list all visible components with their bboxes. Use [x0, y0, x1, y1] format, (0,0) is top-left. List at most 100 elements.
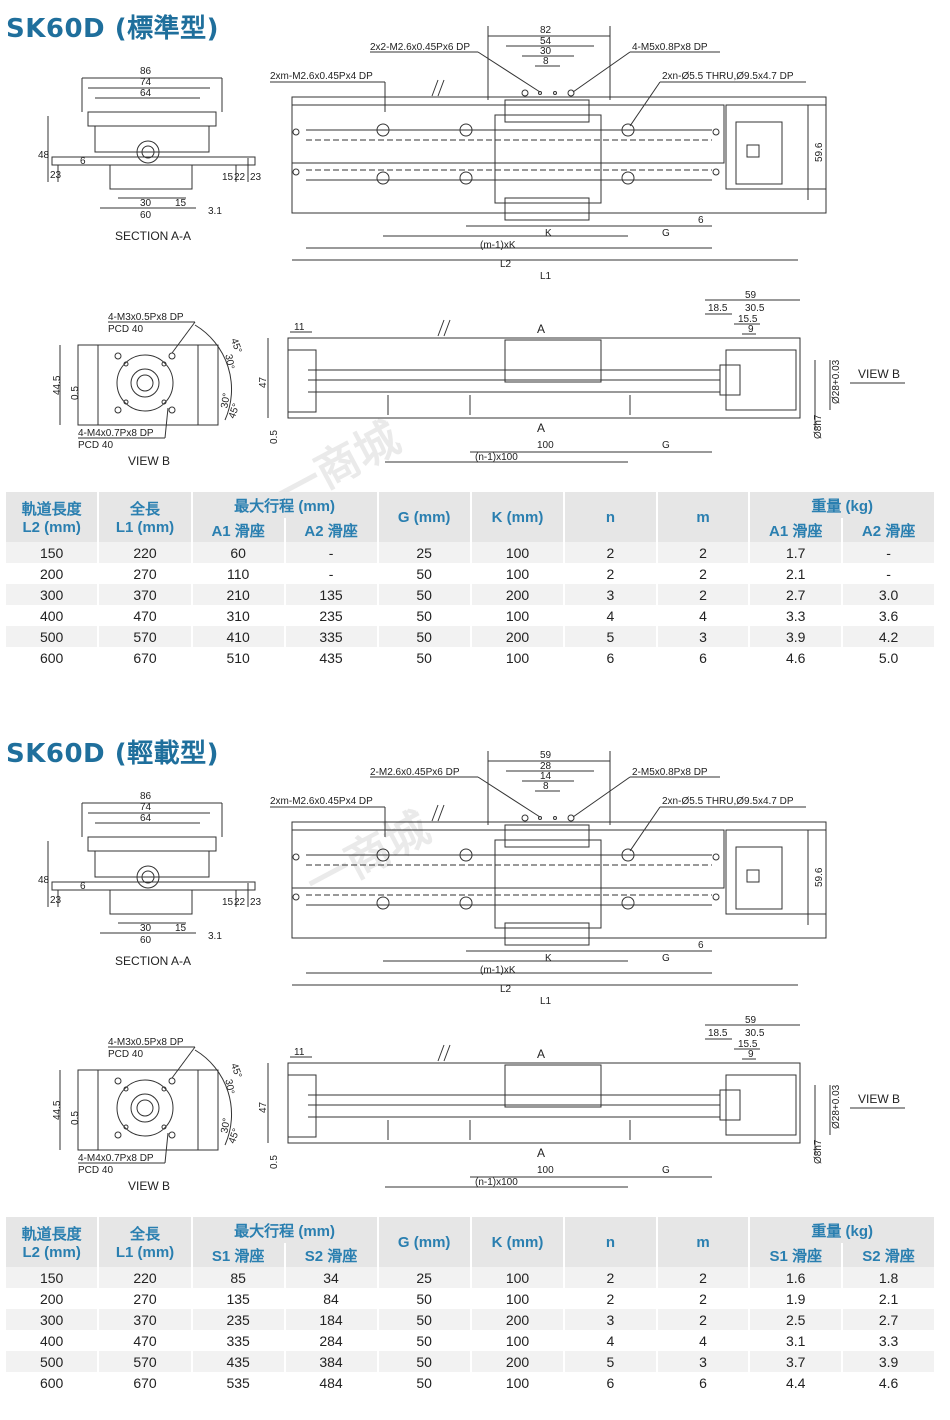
dim-n-100: (n-1)x100	[475, 1177, 518, 1188]
col-m: m	[655, 1217, 750, 1267]
view-b-arrow-label: VIEW B	[858, 367, 900, 381]
table-cell: 210	[190, 584, 285, 605]
table-cell: 2.7	[841, 1309, 934, 1330]
table-cell: 500	[6, 626, 99, 647]
table-cell: 535	[190, 1372, 285, 1393]
table-cell: 2	[563, 1288, 657, 1309]
table-cell: 50	[376, 626, 471, 647]
table-cell: 135	[283, 584, 378, 605]
table-cell: 3	[655, 1351, 750, 1372]
dim-k: K	[545, 228, 552, 239]
dim-11: 11	[294, 1047, 305, 1058]
leader-lines	[78, 51, 806, 439]
dim-g2: G	[662, 440, 670, 451]
table-cell: 3	[563, 1309, 657, 1330]
dim-6: 6	[80, 156, 86, 167]
dim-48: 48	[38, 875, 50, 886]
table-cell: 220	[97, 1267, 192, 1288]
table-cell: 50	[376, 1309, 471, 1330]
table-cell: 2.1	[841, 1288, 934, 1309]
section-title: SK60D (輕載型)	[6, 739, 219, 769]
table-cell: 310	[190, 605, 285, 626]
dim-59-6: 59.6	[814, 142, 825, 162]
table-cell: 6	[655, 1372, 750, 1393]
dim-8: 8	[543, 781, 549, 792]
table-cell: 600	[6, 1372, 99, 1393]
leader-lines	[78, 776, 806, 1164]
dim-30: 30	[140, 923, 152, 934]
note-1: 2x2-M2.6x0.45Px6 DP	[370, 42, 470, 53]
table-cell: 2	[655, 542, 750, 563]
dim-59-6: 59.6	[814, 867, 825, 887]
angle-45-b: 45°	[227, 402, 243, 420]
dim-54: 28	[540, 761, 552, 772]
table-cell: 3.9	[841, 1351, 934, 1372]
table-cell: 3	[563, 584, 657, 605]
dim-30-top: 14	[540, 771, 552, 782]
table-cell: 84	[283, 1288, 378, 1309]
dim-30-5: 30.5	[745, 303, 765, 314]
table-cell: 470	[97, 605, 192, 626]
table-cell: 2	[655, 1267, 750, 1288]
table-cell: 4.2	[841, 626, 934, 647]
col-g: G (mm)	[376, 1217, 471, 1267]
note-4: 2xn-Ø5.5 THRU,Ø9.5x4.7 DP	[662, 71, 794, 82]
table-cell: 2	[655, 563, 750, 584]
table-cell: 510	[190, 647, 285, 668]
note-3: 2xm-M2.6x0.45Px4 DP	[270, 796, 373, 807]
table-cell: -	[841, 563, 934, 584]
table-cell: 150	[6, 1267, 99, 1288]
dim-6-right: 6	[698, 215, 704, 226]
table-cell: 470	[97, 1330, 192, 1351]
table-cell: 1.8	[841, 1267, 934, 1288]
table-cell: 100	[469, 542, 565, 563]
table-cell: 100	[469, 1330, 565, 1351]
col-m: m	[655, 492, 750, 542]
dim-m-k: (m-1)xK	[480, 240, 516, 251]
note-2: 2-M5x0.8Px8 DP	[632, 767, 708, 778]
dim-0-5b: 0.5	[269, 1155, 280, 1169]
section-a-a-view	[47, 77, 256, 209]
table-cell: 60	[190, 542, 285, 563]
angle-30-b: 30°	[219, 1117, 232, 1134]
table-cell: 3.0	[841, 584, 934, 605]
angle-45-b: 45°	[227, 1127, 243, 1145]
dim-23b: 23	[250, 897, 262, 908]
table-cell: 2.7	[748, 584, 843, 605]
dim-54: 54	[540, 36, 552, 47]
table-cell: 25	[376, 1267, 471, 1288]
table-cell: 200	[469, 1351, 565, 1372]
table-cell: 100	[469, 1267, 565, 1288]
dim-15-5: 15.5	[738, 314, 758, 325]
col-n: n	[563, 492, 657, 542]
note-6: PCD 40	[108, 324, 143, 335]
table-cell: 4	[563, 1330, 657, 1351]
note-8: PCD 40	[78, 1165, 113, 1176]
table-cell: 2	[655, 1288, 750, 1309]
dim-86: 86	[140, 66, 152, 77]
table-cell: 50	[376, 1372, 471, 1393]
dim-44-5: 44.5	[52, 1100, 63, 1120]
section-marker-a-bottom: A	[537, 421, 545, 435]
table-cell: 435	[190, 1351, 285, 1372]
table-cell: 4	[655, 605, 750, 626]
table-cell: 5	[563, 1351, 657, 1372]
dim-0-5b: 0.5	[269, 430, 280, 444]
dim-18-5: 18.5	[708, 1028, 728, 1039]
table-cell: 235	[283, 605, 378, 626]
table-cell: 600	[6, 647, 99, 668]
table-cell: 235	[190, 1309, 285, 1330]
dim-100: 100	[537, 440, 554, 451]
table-cell: 670	[97, 647, 192, 668]
dim-l2: L2	[500, 984, 512, 995]
technical-drawing: 86 74 64 48 23 6 15 22 23 30 15 60 3.1 S…	[38, 750, 905, 1193]
table-cell: 370	[97, 1309, 192, 1330]
dim-23b: 23	[250, 172, 262, 183]
view-b-label: VIEW B	[128, 1179, 170, 1193]
